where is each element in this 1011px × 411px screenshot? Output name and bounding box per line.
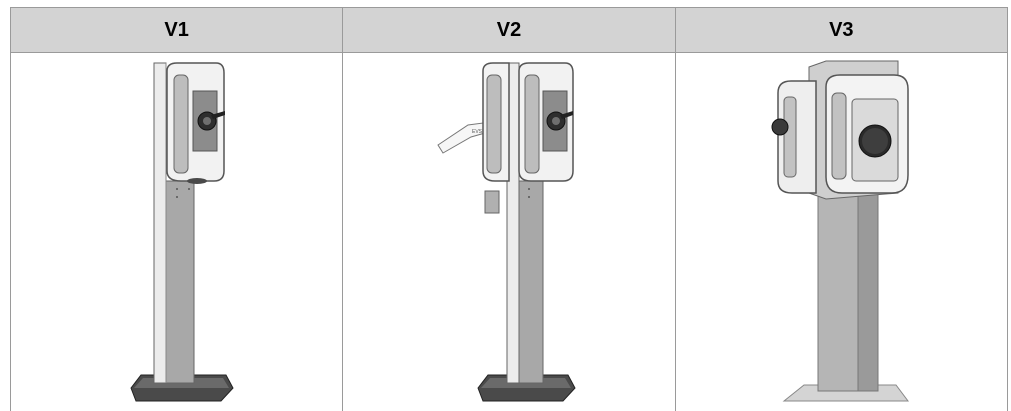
pedestal-charger-wide-base-icon bbox=[676, 53, 1007, 411]
image-row: EVSE bbox=[11, 53, 1008, 411]
pedestal-charger-double-icon: EVSE bbox=[343, 53, 674, 411]
image-cell-v3 bbox=[675, 53, 1007, 411]
header-row: V1 V2 V3 bbox=[11, 8, 1008, 53]
column-header-v1: V1 bbox=[11, 8, 343, 53]
pedestal-charger-single-icon bbox=[11, 53, 342, 411]
image-cell-v2: EVSE bbox=[343, 53, 675, 411]
variants-table: V1 V2 V3 bbox=[10, 7, 1008, 411]
column-header-v3: V3 bbox=[675, 8, 1007, 53]
column-header-v2: V2 bbox=[343, 8, 675, 53]
image-cell-v1 bbox=[11, 53, 343, 411]
